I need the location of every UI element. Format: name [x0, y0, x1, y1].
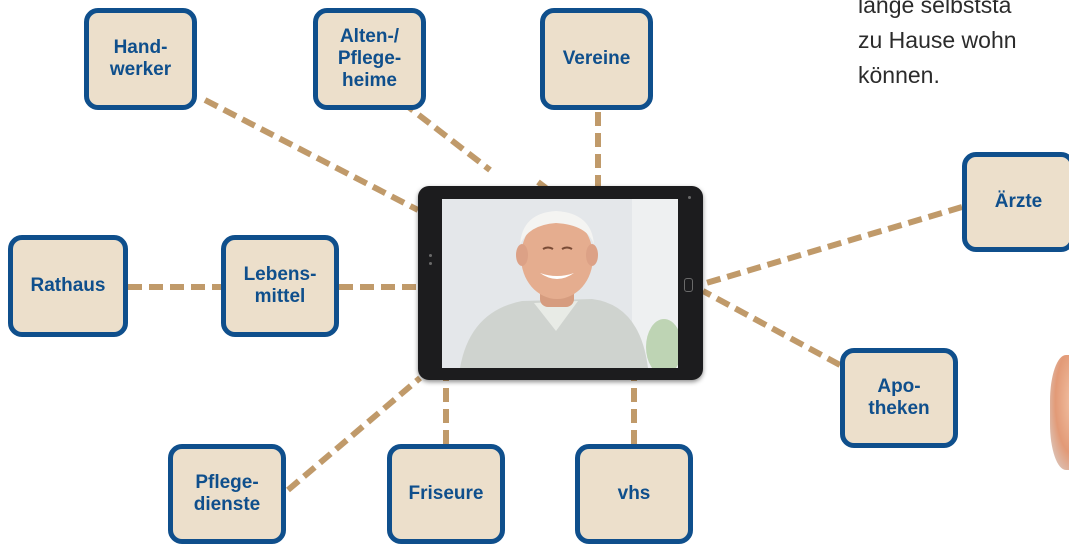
node-friseure: Friseure	[387, 444, 505, 544]
node-handwerker: Hand- werker	[84, 8, 197, 110]
tablet-screen	[442, 199, 678, 368]
description-line-2: zu Hause wohn	[858, 27, 1017, 53]
elderly-man-photo	[442, 199, 678, 368]
node-vhs: vhs	[575, 444, 693, 544]
node-apotheken: Apo- theken	[840, 348, 958, 448]
connector-pflegedienste	[286, 375, 422, 493]
node-lebensmittel: Lebens- mittel	[221, 235, 339, 337]
home-button-icon	[684, 278, 693, 292]
node-vereine: Vereine	[540, 8, 653, 110]
connector-aerzte	[702, 204, 963, 287]
node-pflegedienste: Pflege- dienste	[168, 444, 286, 544]
description-line-1: lange selbststä	[858, 0, 1012, 18]
tablet	[418, 186, 703, 380]
connector-handwerker	[203, 97, 420, 213]
node-aerzte: Ärzte	[962, 152, 1069, 252]
tablet-sensor-icon	[429, 262, 432, 265]
node-rathaus: Rathaus	[8, 235, 128, 337]
connector-apotheken	[701, 288, 842, 368]
description-text: lange selbststä zu Hause wohn können.	[858, 0, 1069, 93]
partial-person-photo	[1050, 355, 1069, 470]
description-line-3: können.	[858, 62, 940, 88]
tablet-sensor-icon	[429, 254, 432, 257]
tablet-camera-icon	[688, 196, 691, 199]
connector-altenheime	[400, 99, 492, 173]
node-altenheime: Alten-/ Pflege- heime	[313, 8, 426, 110]
